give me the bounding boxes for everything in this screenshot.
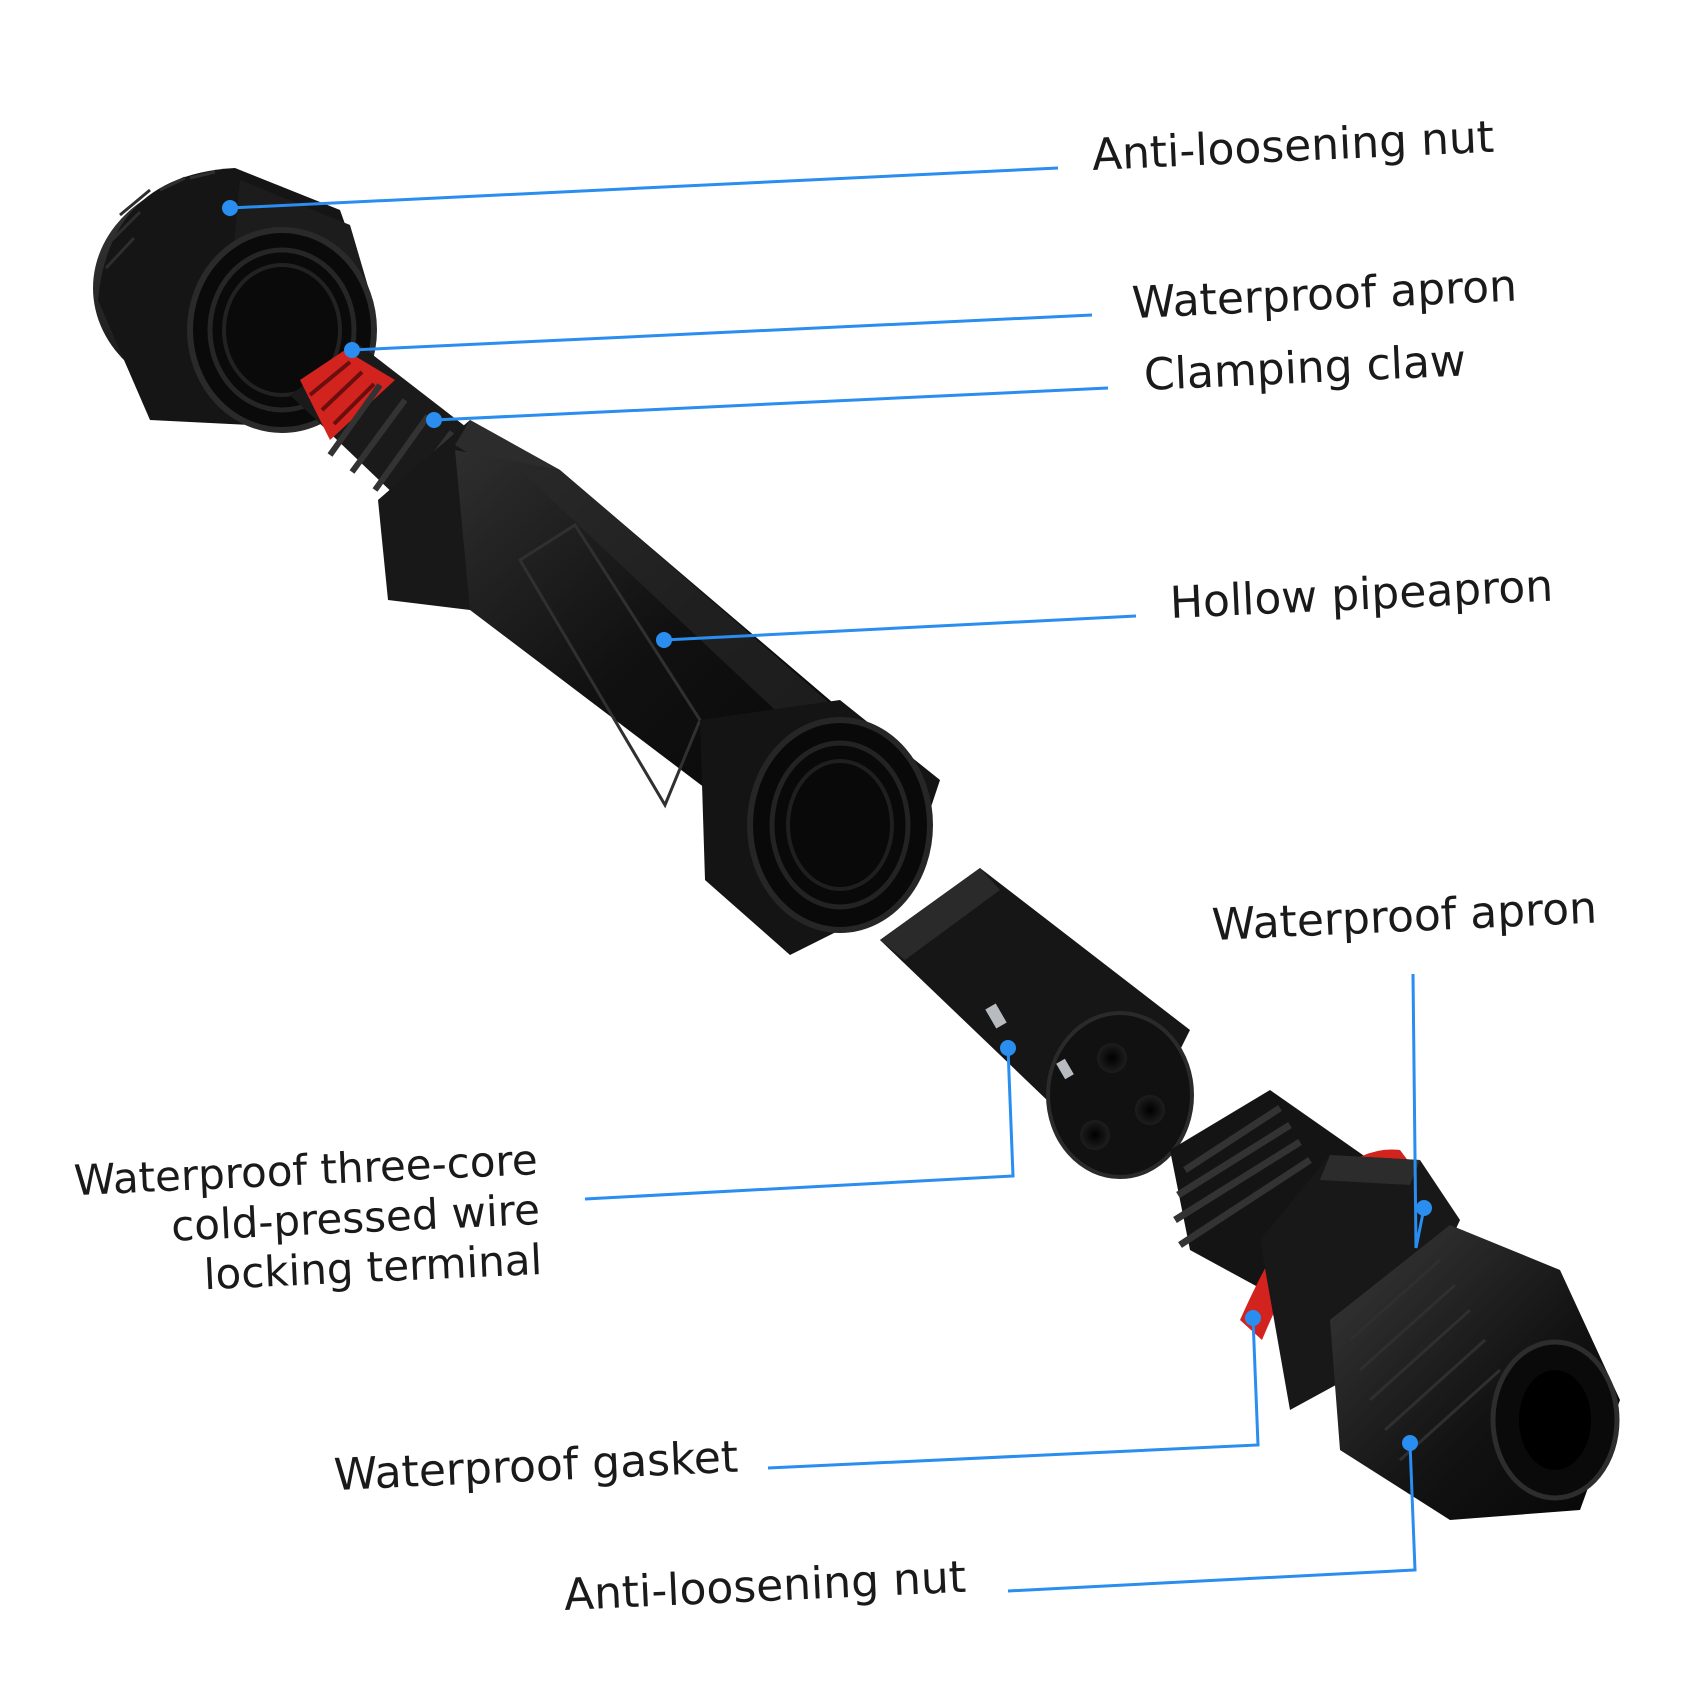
cable-gland-part — [1170, 1090, 1620, 1520]
dot-anti-loosening-nut-bottom — [1402, 1435, 1418, 1451]
leader-anti-loosening-nut-bottom — [1007, 1442, 1417, 1593]
dot-terminal — [1000, 1040, 1016, 1056]
dot-anti-loosening-nut-top — [222, 200, 238, 216]
leader-anti-loosening-nut-top — [229, 166, 1059, 210]
leader-lines — [229, 166, 1426, 1593]
locking-terminal-part — [880, 868, 1194, 1179]
leader-hollow-pipe — [663, 614, 1137, 642]
leader-terminal — [584, 1047, 1015, 1201]
label-terminal: Waterproof three-core cold-pressed wire … — [67, 1135, 544, 1316]
dot-clamping-claw — [426, 412, 442, 428]
leader-waterproof-apron-right — [1411, 973, 1426, 1249]
leader-waterproof-gasket — [767, 1317, 1260, 1470]
anti-loosening-nut-top-part — [93, 168, 377, 433]
dot-waterproof-apron-right — [1416, 1200, 1432, 1216]
leader-clamping-claw — [433, 386, 1109, 422]
dot-waterproof-apron-top — [344, 342, 360, 358]
hollow-pipe-part — [290, 345, 940, 955]
leader-waterproof-apron-top — [351, 313, 1093, 352]
dot-waterproof-gasket — [1245, 1310, 1261, 1326]
dot-hollow-pipe — [656, 632, 672, 648]
leader-dots — [222, 200, 1432, 1451]
